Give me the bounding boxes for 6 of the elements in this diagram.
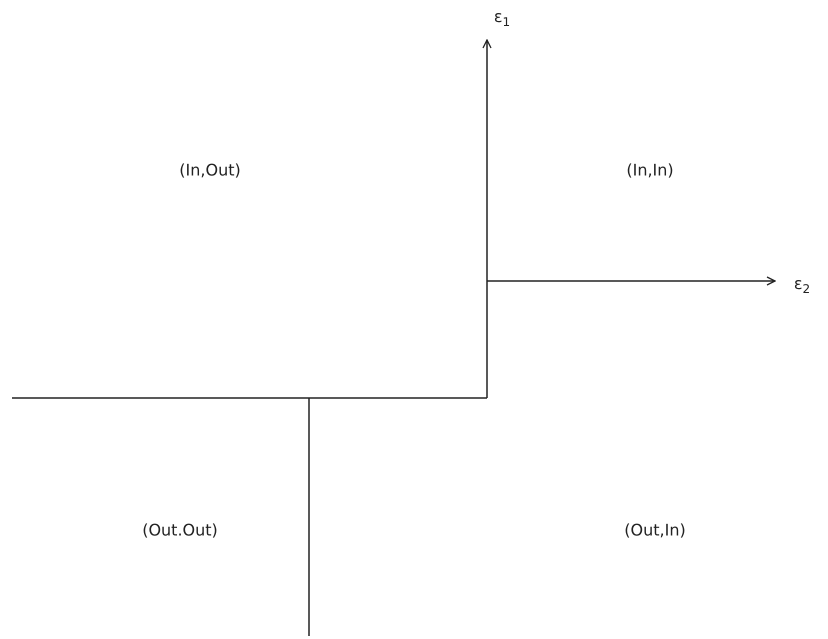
region-label: (In,Out) bbox=[179, 160, 241, 180]
axis-label: ε$_{2}$ bbox=[794, 274, 810, 296]
region-label: (In,In) bbox=[626, 160, 674, 180]
region-label: (Out.Out) bbox=[142, 520, 218, 540]
region-label: (Out,In) bbox=[624, 520, 686, 540]
axis-label: ε$_{1}$ bbox=[494, 6, 510, 30]
